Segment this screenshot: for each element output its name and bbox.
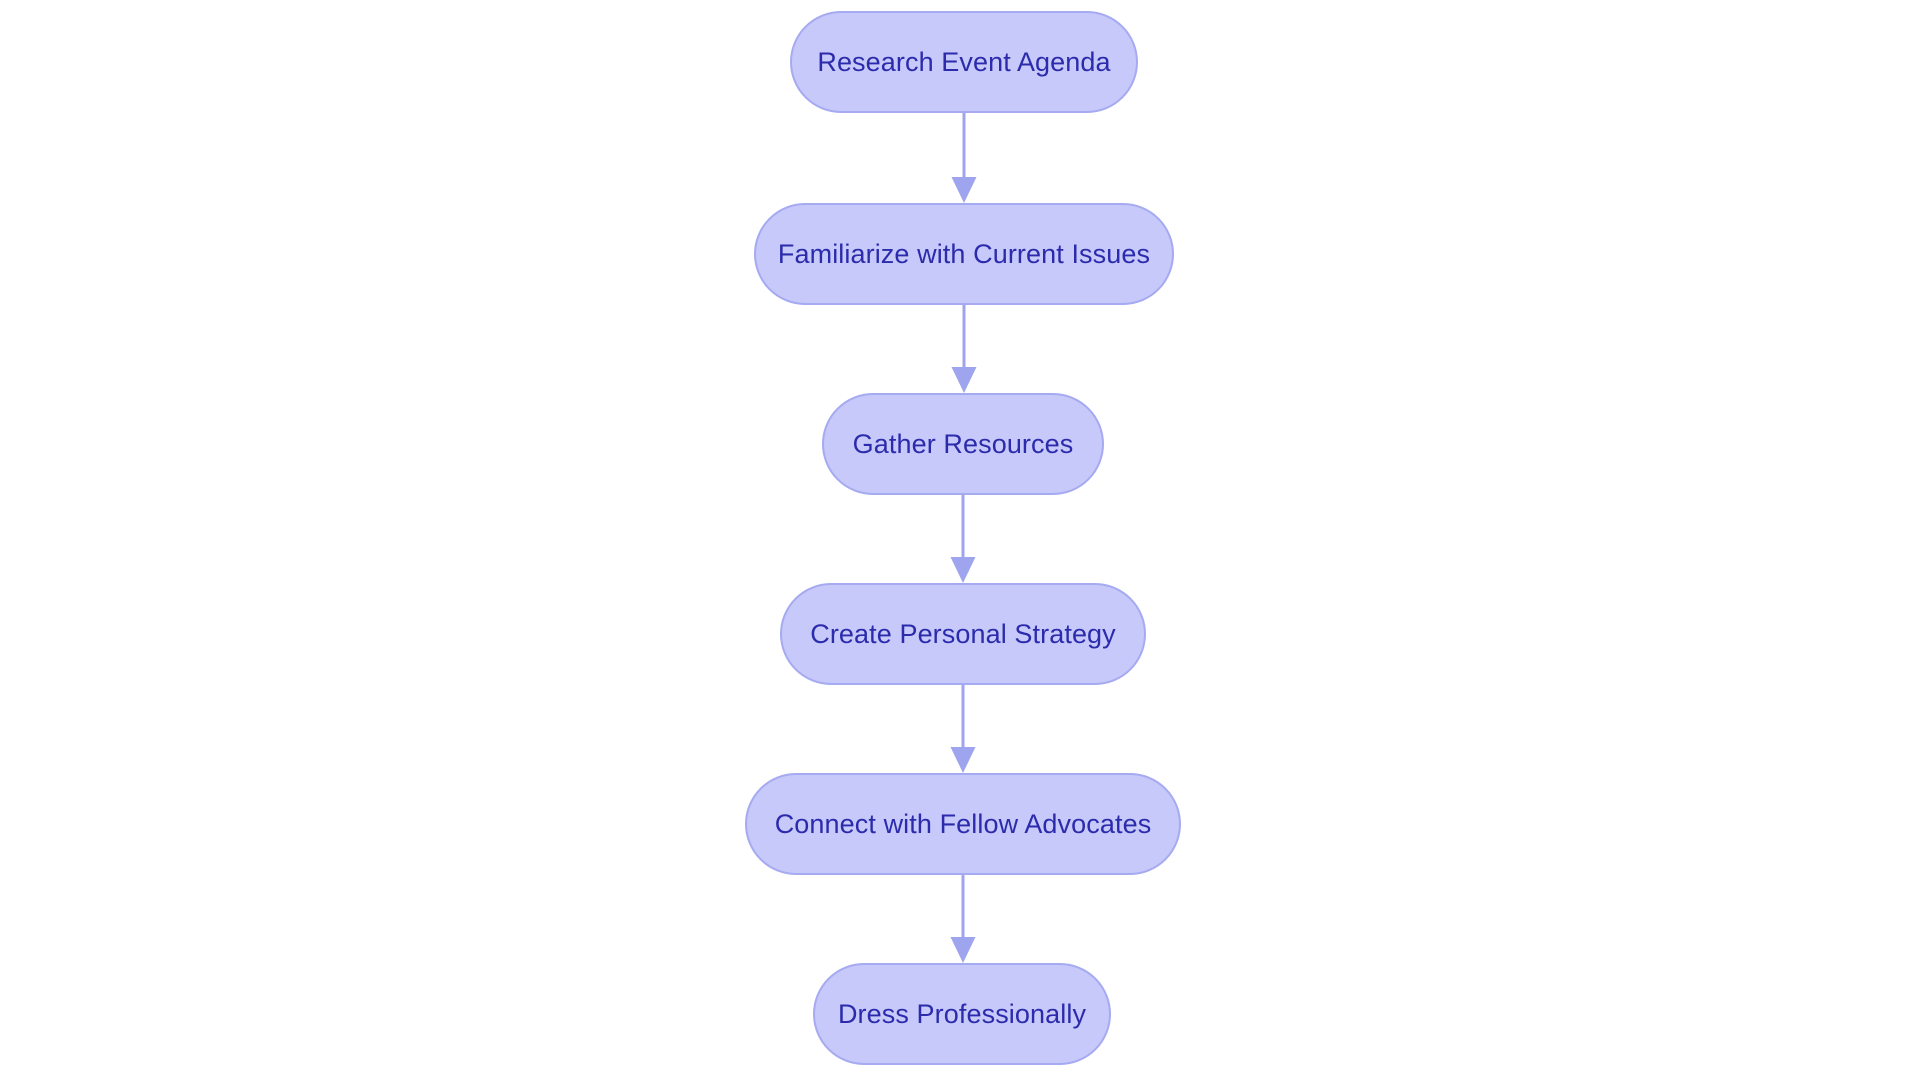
arrowhead-icon: [951, 177, 977, 203]
flow-node-label: Create Personal Strategy: [810, 618, 1116, 649]
flow-node-dress-professionally[interactable]: Dress Professionally: [813, 963, 1111, 1065]
flow-node-research-event-agenda[interactable]: Research Event Agenda: [790, 11, 1138, 113]
flow-node-label: Research Event Agenda: [817, 46, 1111, 77]
flow-node-label: Connect with Fellow Advocates: [774, 808, 1152, 839]
flow-node-label: Dress Professionally: [837, 998, 1087, 1029]
flow-node-connect-with-fellow-advocates[interactable]: Connect with Fellow Advocates: [745, 773, 1181, 875]
flow-node-label: Familiarize with Current Issues: [777, 238, 1151, 269]
arrowhead-icon: [950, 937, 976, 963]
arrowhead-icon: [950, 747, 976, 773]
flow-node-label: Gather Resources: [852, 428, 1074, 459]
flow-node-create-personal-strategy[interactable]: Create Personal Strategy: [780, 583, 1146, 685]
arrowhead-icon: [951, 367, 977, 393]
flow-node-gather-resources[interactable]: Gather Resources: [822, 393, 1104, 495]
flow-node-familiarize-with-current-issues[interactable]: Familiarize with Current Issues: [754, 203, 1174, 305]
arrowhead-icon: [950, 557, 976, 583]
